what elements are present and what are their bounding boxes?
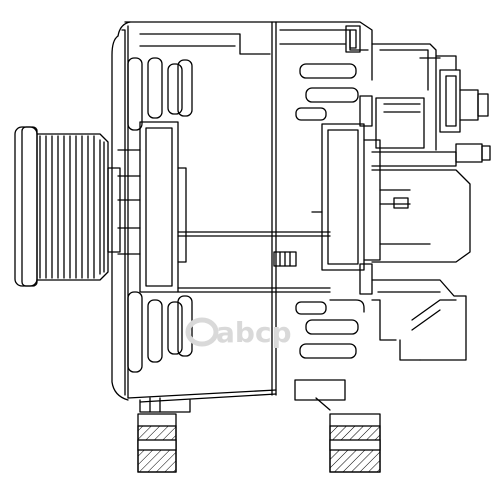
pulley [14, 126, 121, 287]
front-stator-block [117, 121, 331, 293]
rear-housing [273, 43, 491, 361]
rear-stator-block [311, 123, 381, 271]
cooling-fins-right [295, 63, 365, 359]
housing-front [111, 21, 373, 413]
watermark-text: abcp [216, 316, 292, 349]
right-ear-bore [329, 439, 381, 451]
watermark-logo: abcp [185, 316, 292, 349]
watermark-ring-icon [185, 317, 219, 347]
left-ear-bore [137, 439, 177, 451]
